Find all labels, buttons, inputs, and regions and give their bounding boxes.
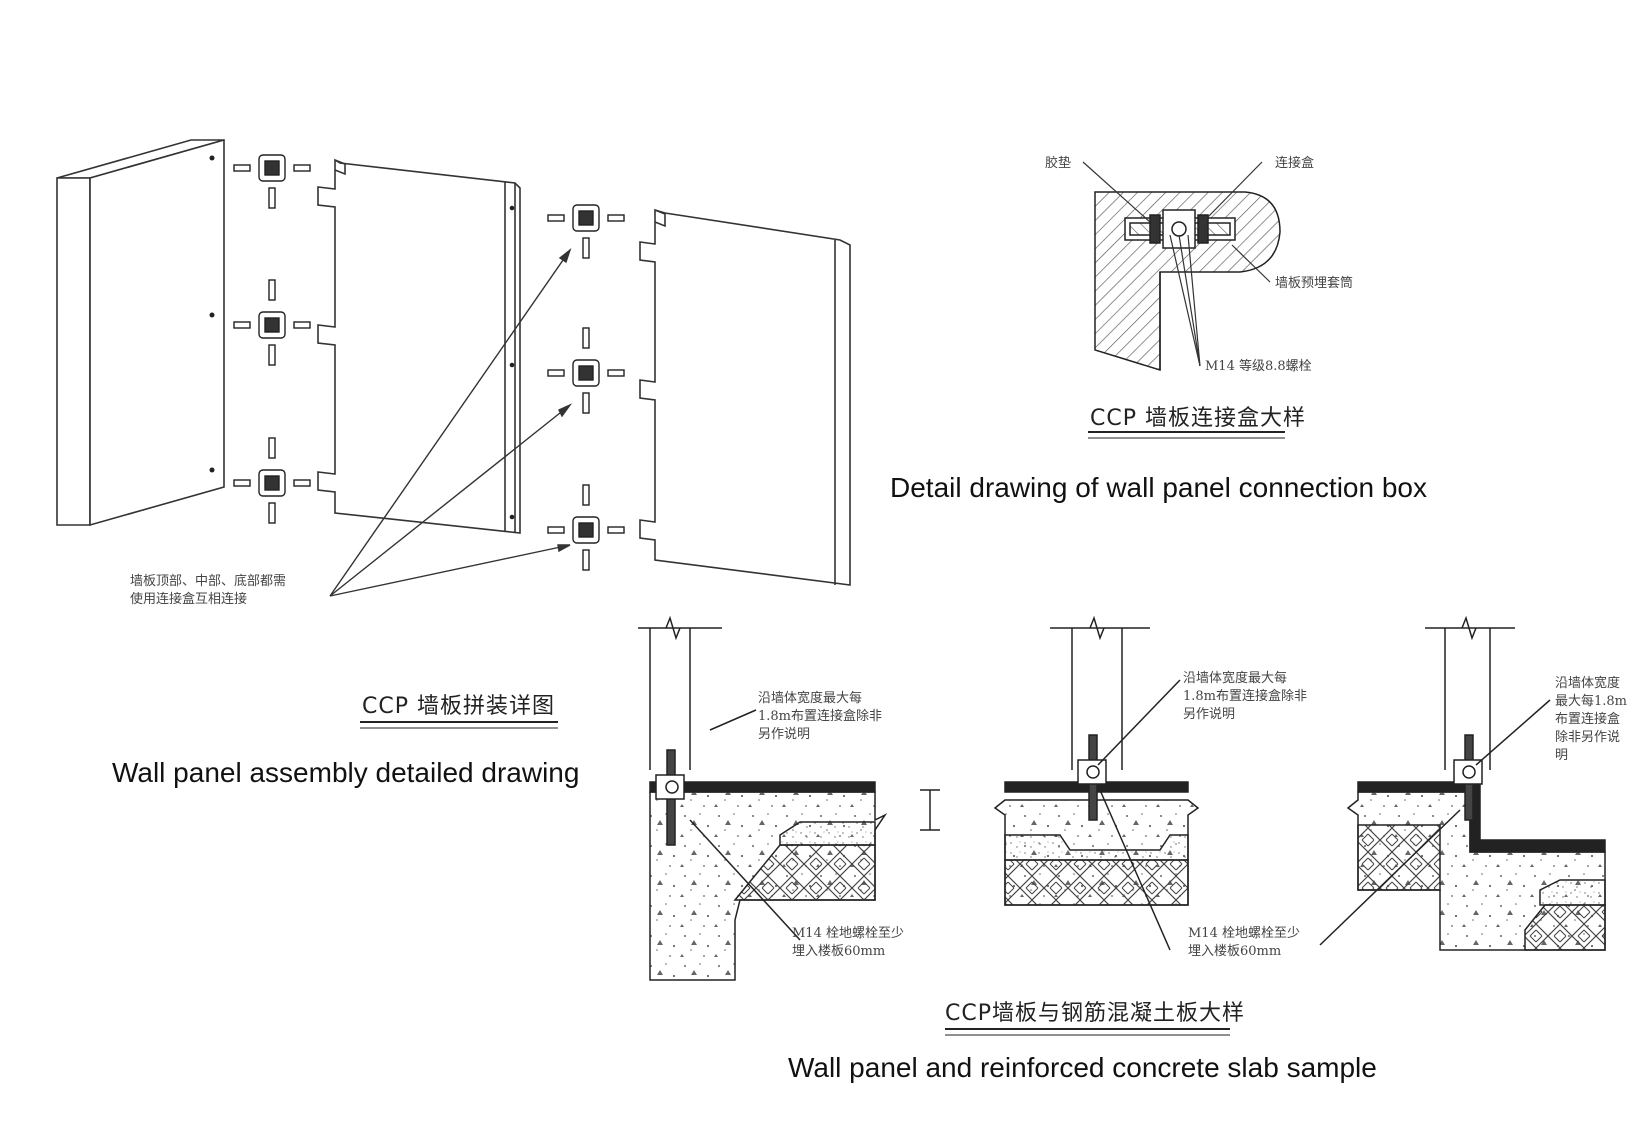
slab-note-2: 沿墙体宽度最大每 1.8m布置连接盒除非 另作说明	[1183, 671, 1308, 722]
assembly-leader-lines	[329, 247, 573, 597]
connection-box-group	[233, 154, 625, 571]
connection-box-title-cn: CCP 墙板连接盒大样	[1090, 406, 1306, 431]
wall-panel-right	[639, 208, 851, 586]
label-gasket: 胶垫	[1045, 156, 1072, 171]
slab-bolt-note-1: M14 栓地螺栓至少 埋入楼板60mm	[792, 926, 904, 959]
wall-panel-left	[56, 138, 225, 527]
slab-title-cn: CCP墙板与钢筋混凝土板大样	[945, 1001, 1245, 1026]
slab-caption: Wall panel and reinforced concrete slab …	[788, 1052, 1377, 1083]
slab-detail-3	[1319, 615, 1606, 951]
wall-panel-middle	[317, 158, 521, 534]
label-sleeve: 墙板预埋套筒	[1275, 276, 1354, 291]
assembly-caption: Wall panel assembly detailed drawing	[112, 757, 580, 788]
connection-box-detail	[1094, 191, 1281, 372]
connection-box-leaders	[1082, 161, 1271, 367]
assembly-title-cn: CCP 墙板拼装详图	[362, 694, 555, 719]
slab-detail-2	[993, 615, 1200, 951]
assembly-note: 墙板顶部、中部、底部都需 使用连接盒互相连接	[130, 574, 287, 607]
title-underlines	[360, 431, 1285, 1036]
slab-bolt-note-2: M14 栓地螺栓至少 埋入楼板60mm	[1188, 926, 1300, 959]
label-box: 连接盒	[1275, 156, 1315, 171]
connection-box-caption: Detail drawing of wall panel connection …	[890, 472, 1427, 503]
slab-detail-1	[638, 615, 940, 981]
label-bolt: M14 等级8.8螺栓	[1205, 359, 1312, 374]
slab-note-3: 沿墙体宽度 最大每1.8m 布置连接盒 除非另作说 明	[1555, 676, 1628, 763]
slab-note-1: 沿墙体宽度最大每 1.8m布置连接盒除非 另作说明	[758, 691, 883, 742]
